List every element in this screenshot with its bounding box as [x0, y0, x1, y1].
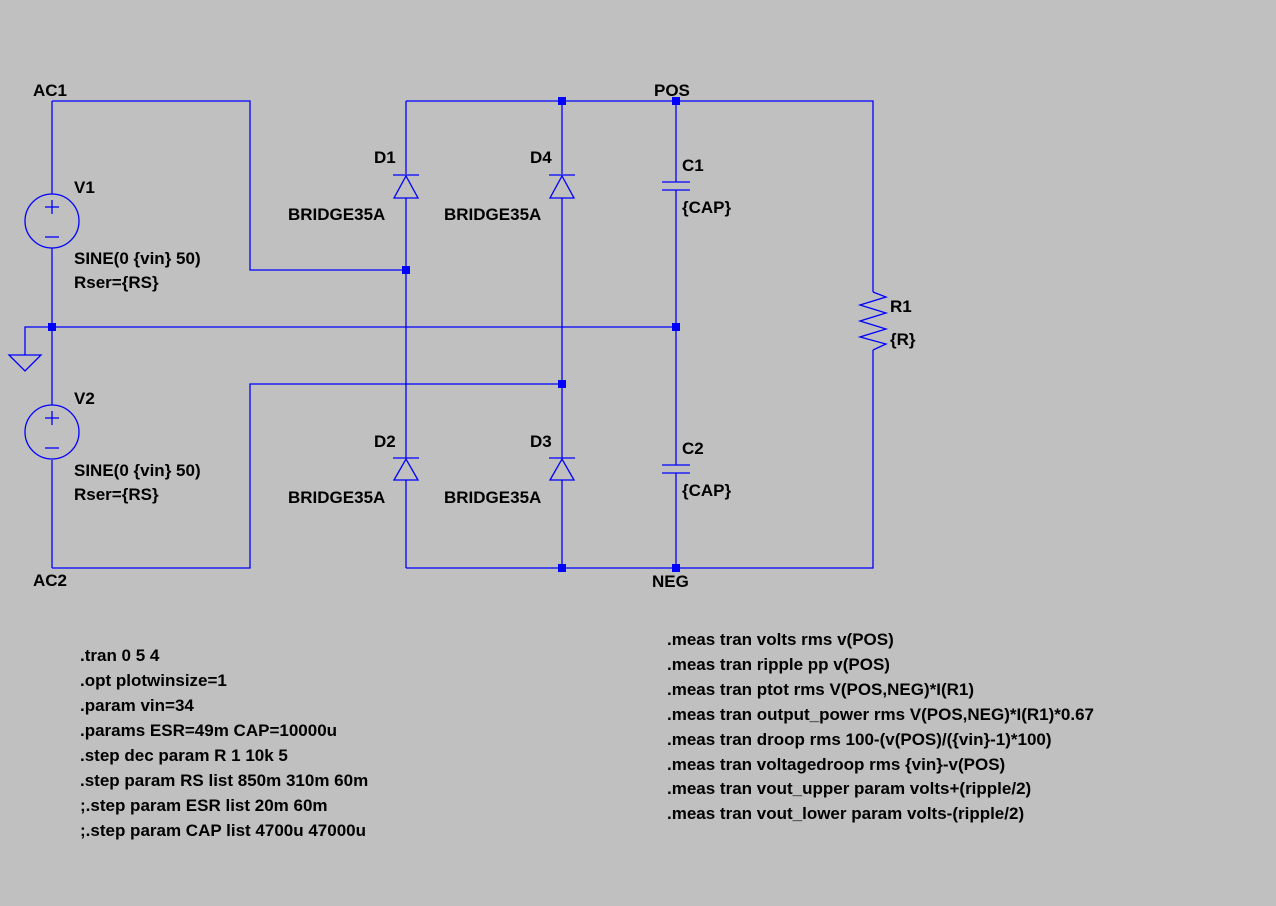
directive-line[interactable]: .meas tran voltagedroop rms {vin}-v(POS) — [667, 755, 1005, 774]
junction-dot — [672, 97, 680, 105]
directive-line[interactable]: .step param RS list 850m 310m 60m — [80, 771, 368, 790]
junction-dot — [558, 97, 566, 105]
wire-ground — [24, 326, 52, 355]
net-label-pos: POS — [654, 81, 690, 100]
junction-dot — [48, 323, 56, 331]
net-label-ac1: AC1 — [33, 81, 67, 100]
voltage-source-v1[interactable] — [24, 193, 80, 249]
directive-line[interactable]: .meas tran output_power rms V(POS,NEG)*I… — [667, 705, 1094, 724]
directive-line[interactable]: .tran 0 5 4 — [80, 646, 160, 665]
junctions — [48, 97, 680, 572]
directive-line[interactable]: .opt plotwinsize=1 — [80, 671, 227, 690]
v2-name: V2 — [74, 389, 95, 408]
c1-name: C1 — [682, 156, 704, 175]
capacitor-c1[interactable] — [662, 181, 690, 191]
directive-line[interactable]: ;.step param ESR list 20m 60m — [80, 796, 328, 815]
c2-name: C2 — [682, 439, 704, 458]
resistor-r1[interactable] — [857, 291, 889, 351]
r1-value: {R} — [890, 330, 916, 349]
r1-name: R1 — [890, 297, 912, 316]
d1-model: BRIDGE35A — [288, 205, 385, 224]
d2-model: BRIDGE35A — [288, 488, 385, 507]
junction-dot — [558, 380, 566, 388]
voltage-source-v2[interactable] — [24, 404, 80, 460]
directive-line[interactable]: .meas tran vout_lower param volts-(rippl… — [667, 804, 1024, 823]
v1-name: V1 — [74, 178, 95, 197]
junction-dot — [672, 323, 680, 331]
directive-line[interactable]: .meas tran ptot rms V(POS,NEG)*I(R1) — [667, 680, 974, 699]
v1-value: SINE(0 {vin} 50) — [74, 249, 201, 268]
wire-neg-rail — [406, 350, 874, 569]
junction-dot — [558, 564, 566, 572]
directive-line[interactable]: .meas tran ripple pp v(POS) — [667, 655, 890, 674]
d3-name: D3 — [530, 432, 552, 451]
d4-model: BRIDGE35A — [444, 205, 541, 224]
net-label-ac2: AC2 — [33, 571, 67, 590]
directives-right: .meas tran volts rms v(POS) .meas tran r… — [667, 630, 1094, 823]
wire-ac1 — [52, 100, 406, 271]
directive-line[interactable]: .param vin=34 — [80, 696, 194, 715]
c1-value: {CAP} — [682, 198, 732, 217]
d2-name: D2 — [374, 432, 396, 451]
net-label-neg: NEG — [652, 572, 689, 591]
diode-d1[interactable] — [392, 174, 420, 199]
diode-d4[interactable] — [548, 174, 576, 199]
d4-name: D4 — [530, 148, 552, 167]
directive-line[interactable]: .meas tran volts rms v(POS) — [667, 630, 894, 649]
v2-rser: Rser={RS} — [74, 485, 159, 504]
v2-value: SINE(0 {vin} 50) — [74, 461, 201, 480]
diode-d3[interactable] — [548, 457, 576, 481]
junction-dot — [402, 266, 410, 274]
wire-pos-rail — [406, 100, 874, 292]
capacitor-c2[interactable] — [662, 464, 690, 474]
directive-line[interactable]: .meas tran droop rms 100-(v(POS)/({vin}-… — [667, 730, 1052, 749]
ground-icon[interactable] — [7, 354, 43, 372]
v1-rser: Rser={RS} — [74, 273, 159, 292]
directive-line[interactable]: .step dec param R 1 10k 5 — [80, 746, 288, 765]
diode-d2[interactable] — [392, 457, 420, 481]
directives-left: .tran 0 5 4 .opt plotwinsize=1 .param vi… — [80, 646, 368, 840]
directive-line[interactable]: .meas tran vout_upper param volts+(rippl… — [667, 779, 1031, 798]
d1-name: D1 — [374, 148, 396, 167]
c2-value: {CAP} — [682, 481, 732, 500]
directive-line[interactable]: .params ESR=49m CAP=10000u — [80, 721, 337, 740]
directive-line[interactable]: ;.step param CAP list 4700u 47000u — [80, 821, 366, 840]
d3-model: BRIDGE35A — [444, 488, 541, 507]
junction-dot — [672, 564, 680, 572]
